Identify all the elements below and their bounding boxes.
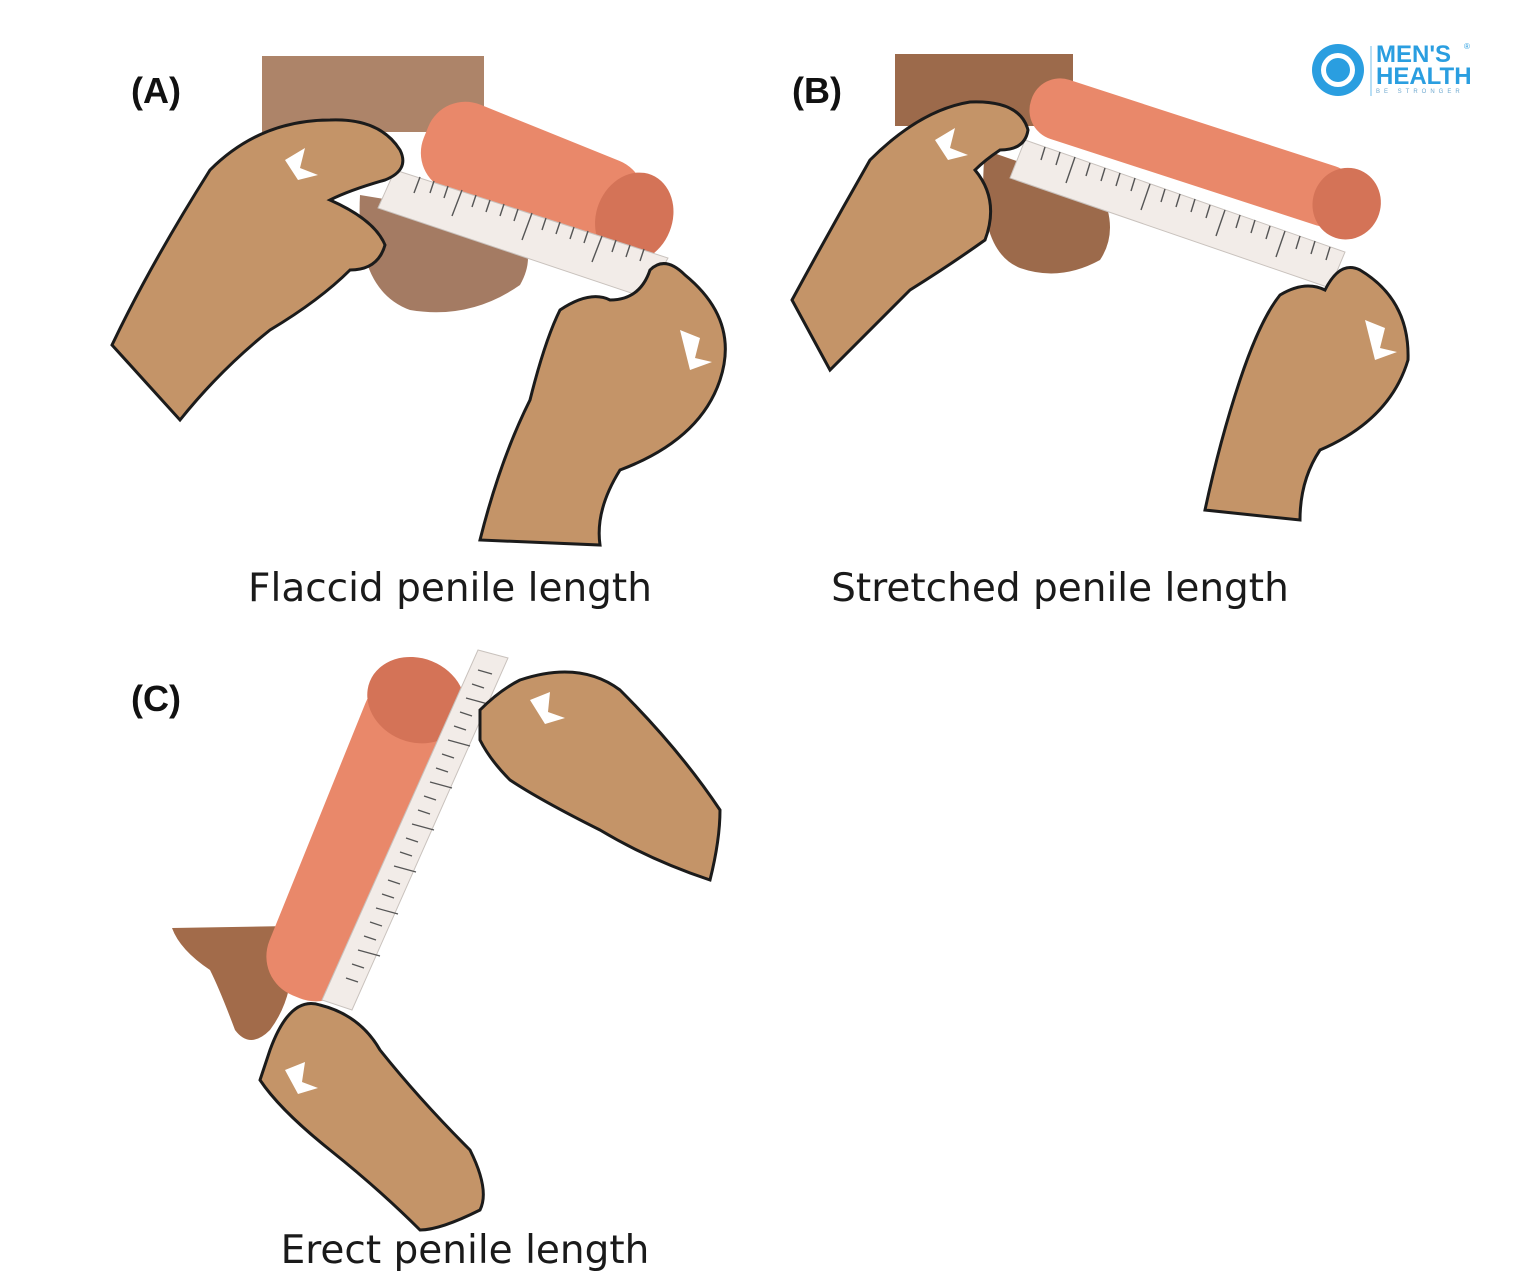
panel-a: (A): [0, 0, 760, 620]
mens-health-logo: MEN'S HEALTH BE STRONGER ®: [1312, 42, 1478, 100]
panel-c: (C): [0, 630, 760, 1281]
measuring-ruler: [377, 169, 669, 299]
panel-a-caption: Flaccid penile length: [248, 566, 652, 611]
shaft-shape: [266, 656, 466, 1002]
panel-b-illustration: [790, 54, 1410, 522]
right-hand: [1203, 266, 1410, 522]
panel-c-illustration: [172, 649, 722, 1232]
panel-c-label: (C): [131, 678, 181, 719]
panel-b-caption: Stretched penile length: [831, 566, 1289, 611]
logo-registered-mark: ®: [1464, 42, 1470, 51]
panel-b-label: (B): [792, 70, 842, 111]
shaft-shape: [1029, 78, 1381, 240]
measuring-ruler: [321, 649, 509, 1011]
scrotum-shape: [172, 926, 293, 1040]
left-hand: [790, 100, 1030, 373]
logo-text-line2: HEALTH: [1376, 63, 1472, 90]
right-hand: [478, 262, 727, 547]
shaft-shape: [420, 101, 674, 263]
logo-tagline: BE STRONGER: [1376, 89, 1464, 95]
top-hand: [478, 670, 722, 882]
panel-a-illustration: [110, 56, 727, 547]
bottom-hand: [258, 1002, 485, 1232]
left-hand: [110, 118, 405, 423]
scrotum-shape: [983, 150, 1110, 274]
panel-c-caption: Erect penile length: [280, 1228, 650, 1273]
logo-emblem-icon: [1312, 44, 1364, 96]
panel-b: (B) Stretched pen: [760, 0, 1460, 620]
logo-text-line1: MEN'S: [1376, 41, 1452, 68]
panel-a-label: (A): [131, 70, 181, 111]
